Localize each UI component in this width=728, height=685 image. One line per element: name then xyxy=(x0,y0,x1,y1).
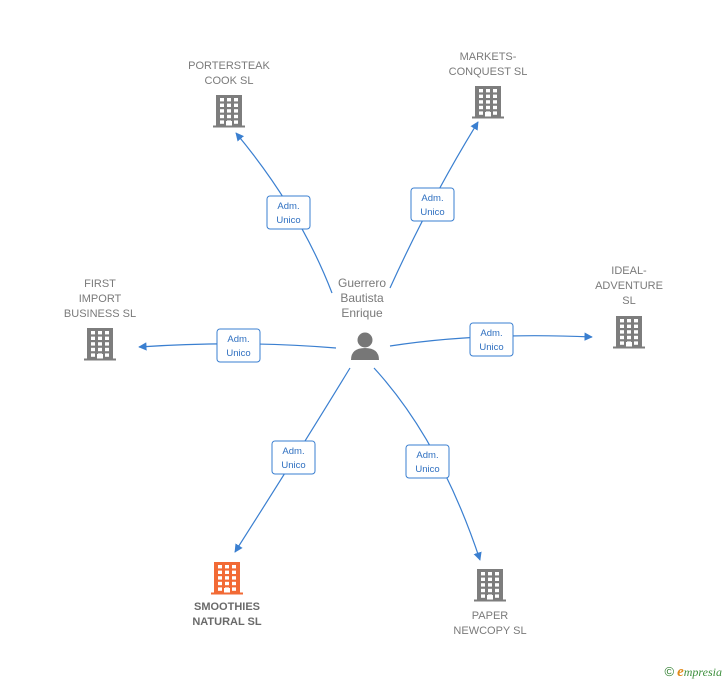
building-icon xyxy=(84,328,116,361)
edge-label-text: Unico xyxy=(226,348,250,359)
copyright-symbol: © xyxy=(664,664,675,679)
edge-label-first[interactable]: Adm. Unico xyxy=(216,328,261,363)
edges: Adm.UnicoAdm.UnicoAdm.UnicoAdm.UnicoAdm.… xyxy=(138,121,593,561)
company-name-line: COOK SL xyxy=(205,75,254,87)
company-name-line: CONQUEST SL xyxy=(449,66,528,78)
edge-label-paper[interactable]: Adm. Unico xyxy=(405,444,450,479)
company-name-line: NEWCOPY SL xyxy=(453,625,526,637)
nodes: PORTERSTEAK COOK SL MARKETS- CONQUEST SL FIR… xyxy=(64,51,663,637)
edge-label-text: Unico xyxy=(479,342,503,353)
edge-label-markets[interactable]: Adm. Unico xyxy=(410,187,455,222)
company-name-line: MARKETS- xyxy=(460,51,517,63)
company-name-line: FIRST xyxy=(84,278,116,290)
edge-label-ideal[interactable]: Adm. Unico xyxy=(469,322,514,357)
edge-label-text: Unico xyxy=(420,207,444,218)
person-name-line: Enrique xyxy=(341,306,383,320)
edge-label-text: Unico xyxy=(281,460,305,471)
edge-label-text: Adm. xyxy=(480,328,502,339)
empresia-watermark[interactable]: ©empresia xyxy=(665,664,723,681)
edge-label-smoothies[interactable]: Adm. Unico xyxy=(271,440,316,475)
company-node-markets[interactable]: MARKETS- CONQUEST SL xyxy=(449,51,528,119)
company-name-line: PAPER xyxy=(472,610,509,622)
edge-label-text: Adm. xyxy=(416,450,438,461)
building-icon xyxy=(472,86,504,119)
building-icon xyxy=(474,569,506,602)
company-node-first[interactable]: FIRST IMPORT BUSINESS SL xyxy=(64,278,136,361)
company-name-line: ADVENTURE xyxy=(595,280,663,292)
brand-initial: e xyxy=(677,664,684,680)
person-name-line: Guerrero xyxy=(338,276,386,290)
edge-label-text: Adm. xyxy=(282,446,304,457)
company-name-line: SL xyxy=(622,295,635,307)
company-name-line: SMOOTHIES xyxy=(194,601,260,613)
edge-label-text: Adm. xyxy=(277,201,299,212)
company-node-smoothies[interactable]: SMOOTHIES NATURAL SL xyxy=(192,562,262,628)
company-node-paper[interactable]: PAPER NEWCOPY SL xyxy=(453,569,527,637)
edge-label-text: Unico xyxy=(276,215,300,226)
person-icon xyxy=(351,332,379,360)
company-name-line: PORTERSTEAK xyxy=(188,60,270,72)
company-name-line: BUSINESS SL xyxy=(64,308,136,320)
building-icon xyxy=(211,562,243,595)
person-name-line: Bautista xyxy=(340,291,384,305)
building-icon xyxy=(213,95,245,128)
company-name-line: IDEAL- xyxy=(611,265,647,277)
edge-label-portersteak[interactable]: Adm. Unico xyxy=(266,195,311,230)
company-node-ideal[interactable]: IDEAL- ADVENTURE SL xyxy=(595,265,663,349)
edge-label-text: Adm. xyxy=(421,193,443,204)
company-name-line: IMPORT xyxy=(79,293,122,305)
building-icon xyxy=(613,316,645,349)
company-name-line: NATURAL SL xyxy=(192,616,262,628)
edge-label-text: Unico xyxy=(415,464,439,475)
company-node-portersteak[interactable]: PORTERSTEAK COOK SL xyxy=(188,60,271,128)
edge-label-text: Adm. xyxy=(227,334,249,345)
brand-name: mpresia xyxy=(683,665,722,679)
